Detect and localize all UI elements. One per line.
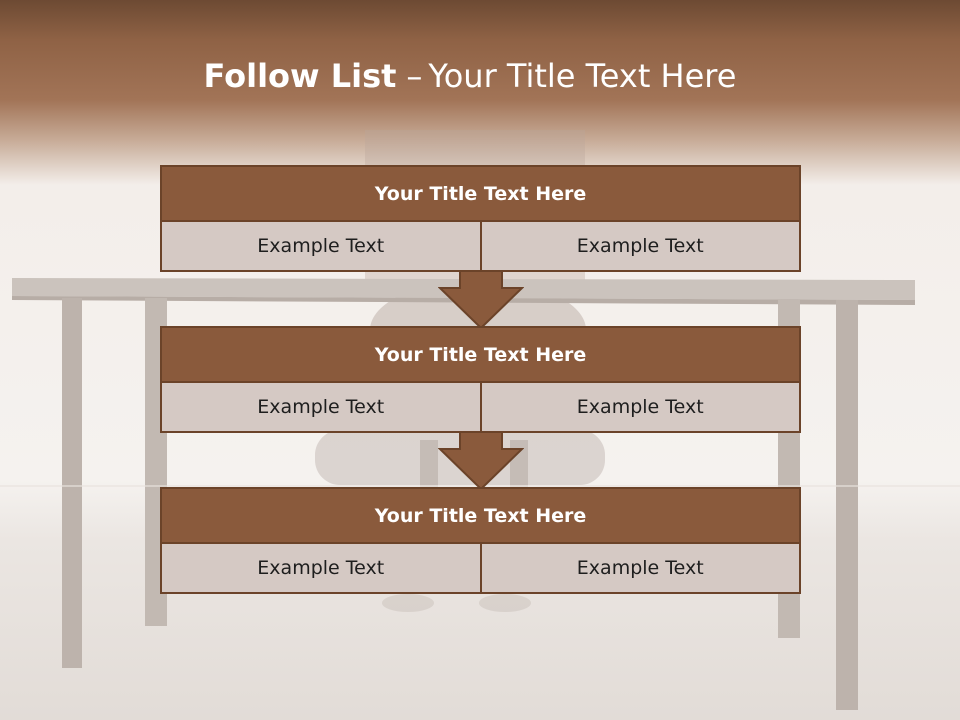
step-cell-left: Example Text xyxy=(160,222,482,272)
step-box-1: Your Title Text Here Example Text Exampl… xyxy=(160,165,801,272)
slide-title: Follow List–Your Title Text Here xyxy=(0,56,940,96)
step-title: Your Title Text Here xyxy=(160,165,801,222)
down-arrow-icon xyxy=(438,429,524,491)
title-bold-part: Follow List xyxy=(203,57,397,95)
step-box-2: Your Title Text Here Example Text Exampl… xyxy=(160,326,801,433)
step-box-3: Your Title Text Here Example Text Exampl… xyxy=(160,487,801,594)
step-cell-right: Example Text xyxy=(481,222,801,272)
title-rest: Your Title Text Here xyxy=(428,57,737,95)
step-row: Example Text Example Text xyxy=(160,222,801,272)
step-title: Your Title Text Here xyxy=(160,487,801,544)
down-arrow-icon xyxy=(438,268,524,330)
title-dash: – xyxy=(406,57,423,95)
step-title: Your Title Text Here xyxy=(160,326,801,383)
step-cell-left: Example Text xyxy=(160,383,482,433)
step-row: Example Text Example Text xyxy=(160,544,801,594)
step-cell-left: Example Text xyxy=(160,544,482,594)
step-cell-right: Example Text xyxy=(481,544,801,594)
step-cell-right: Example Text xyxy=(481,383,801,433)
step-row: Example Text Example Text xyxy=(160,383,801,433)
